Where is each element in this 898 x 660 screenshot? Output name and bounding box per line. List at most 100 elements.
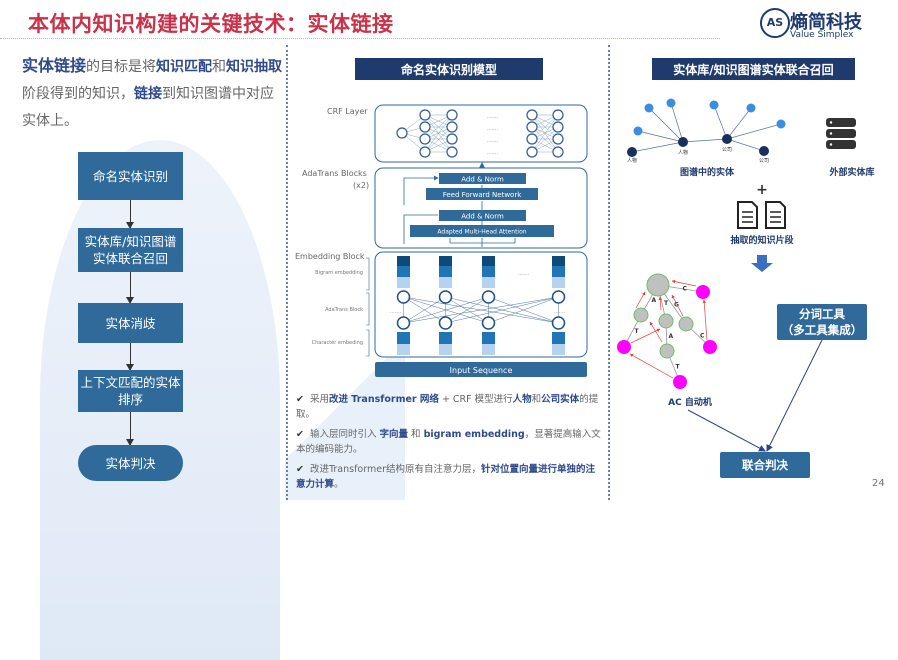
char-embedding-cell — [397, 344, 410, 355]
trie-edge-label: T — [635, 328, 640, 335]
crf-node — [446, 146, 458, 158]
ner-model-header: 命名实体识别模型 — [355, 58, 543, 80]
highlight: 字向量 — [379, 429, 409, 440]
graph-node — [666, 98, 676, 108]
trie-node — [659, 343, 675, 359]
bigram-embedding-cell — [397, 256, 410, 266]
trie-leaf-node — [703, 340, 717, 354]
ellipsis: ....... — [390, 309, 402, 315]
trie-leaf-node — [673, 375, 687, 389]
char-embedding-label: Character embeding — [312, 340, 363, 346]
trie-edge-label: C — [683, 286, 688, 293]
crf-node — [419, 146, 431, 158]
bigram-embedding-cell — [552, 266, 565, 277]
graph-edge — [726, 138, 765, 152]
text: 输入层同时引入 — [309, 429, 380, 440]
adatrans-node — [481, 290, 496, 304]
bigram-label: Bigram embedding — [315, 270, 363, 276]
node-label: 公司 — [722, 147, 732, 153]
crf-node — [552, 121, 564, 133]
trie-node — [633, 307, 649, 323]
adatrans-node — [438, 316, 453, 330]
failure-link — [658, 296, 662, 311]
crf-node — [419, 121, 431, 133]
highlight: 改进 Transformer 网络 — [328, 394, 439, 405]
logo-name: 熵简科技 — [790, 12, 862, 33]
bigram-embedding-cell — [552, 256, 565, 266]
trie-leaf-node — [696, 285, 710, 299]
ac-label: AC 自动机 — [668, 396, 712, 408]
flow-step-ranking: 上下文匹配的实体 排序 — [78, 370, 183, 412]
crf-node — [396, 127, 408, 139]
flow-step-decision: 实体判决 — [78, 445, 183, 481]
ffn-label: Feed Forward Network — [443, 191, 522, 199]
text: 和 — [531, 394, 542, 405]
graph-node — [776, 119, 786, 129]
column-divider — [286, 45, 288, 500]
char-embedding-cell — [482, 344, 495, 355]
trie-node — [678, 316, 694, 332]
graph-edge — [726, 123, 782, 140]
graph-edge — [637, 130, 684, 143]
highlight: 人物 — [512, 394, 532, 405]
ellipsis: ....... — [487, 126, 499, 132]
adatrans-label: AdaTrans Blocks — [302, 169, 367, 178]
page-number: 24 — [872, 478, 885, 489]
failure-link — [649, 321, 663, 343]
ner-model-diagram: CRF Layer ....... ....... ....... ......… — [295, 104, 588, 377]
graph-label: 图谱中的实体 — [680, 166, 735, 178]
highlight: 知识抽取 — [226, 59, 283, 75]
crf-node — [446, 133, 458, 145]
flow-arrow — [126, 200, 134, 229]
highlight: 实体链接 — [22, 56, 87, 75]
crf-node — [526, 146, 538, 158]
ellipsis: ....... — [554, 309, 566, 315]
ellipsis: ....... — [487, 114, 499, 120]
bigram-embedding-cell — [439, 266, 452, 277]
node-label: 人物 — [678, 149, 688, 156]
char-embedding-cell — [439, 332, 452, 344]
char-embedding-cell — [482, 332, 495, 344]
logo-subtitle: Value Simplex — [790, 30, 854, 40]
bigram-embedding-cell — [482, 256, 495, 266]
trie-node — [646, 273, 670, 297]
text: 的提取。 — [296, 394, 599, 420]
bullet-item: ✔改进Transformer结构原有自注意力层，针对位置向量进行单独的注意力计算… — [296, 462, 604, 492]
adatrans-block-label: AdaTrans Block — [325, 307, 363, 313]
attention-box — [410, 225, 554, 237]
char-embedding-cell — [439, 344, 452, 355]
attention-label: Adapted Multi-Head Attention — [437, 229, 526, 236]
bigram-embedding-cell — [482, 266, 495, 277]
crf-node — [446, 121, 458, 133]
input-sequence-label: Input Sequence — [450, 366, 513, 375]
ellipsis: ....... — [518, 271, 530, 277]
bullet-list: ✔采用改进 Transformer 网络 + CRF 模型进行人物和公司实体的提… — [296, 392, 604, 492]
text: 的目标是将 — [86, 59, 157, 75]
bigram-embedding-cell — [397, 266, 410, 277]
document-icon — [737, 201, 786, 229]
plus-sign: + — [756, 182, 768, 198]
docs-label: 抽取的知识片段 — [730, 234, 794, 246]
graph-edge — [713, 104, 728, 140]
page-title: 本体内知识构建的关键技术：实体链接 — [28, 12, 394, 36]
bullet-item: ✔输入层同时引入 字向量 和 bigram embedding，显著提高输入文本… — [296, 427, 604, 457]
failure-link — [630, 328, 661, 344]
text: 。 — [334, 479, 344, 490]
title-divider — [0, 38, 720, 39]
input-sequence-box — [375, 362, 587, 377]
add-norm-label: Add & Norm — [461, 213, 504, 221]
graph-edge — [631, 140, 684, 153]
bigram-embedding-cell — [439, 256, 452, 266]
text: 采用 — [309, 394, 329, 405]
highlight: 针对位置向量进行单独的注意力计算 — [296, 464, 595, 490]
node-label: 人物 — [627, 157, 637, 164]
ellipsis: ....... — [487, 150, 499, 156]
text: 改进Transformer结构原有自注意力层， — [309, 464, 481, 475]
graph-edge — [682, 137, 728, 143]
text: 和 — [212, 59, 227, 75]
crf-node — [419, 109, 431, 121]
crf-node — [526, 121, 538, 133]
adatrans-node — [396, 290, 411, 304]
adatrans-node — [396, 316, 411, 330]
